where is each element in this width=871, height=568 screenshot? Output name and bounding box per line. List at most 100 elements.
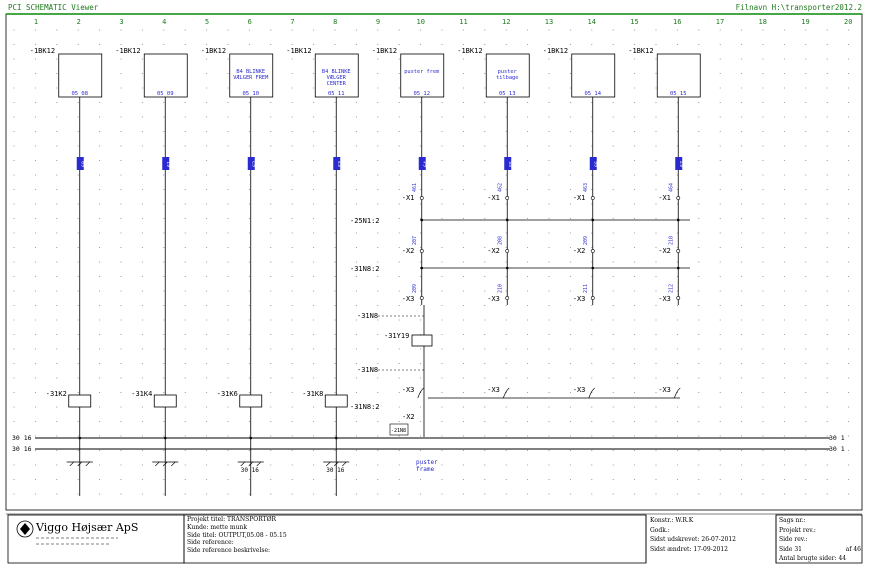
- column-number: 1: [34, 18, 38, 26]
- module-label: puster: [498, 69, 517, 75]
- x3-label: -X3: [402, 295, 415, 303]
- module-tag: -1BK12: [286, 47, 311, 55]
- tb-page-ref: Side reference:: [187, 539, 234, 547]
- relay-2: -31K4: [131, 390, 179, 467]
- x1-label: -X1: [487, 194, 500, 202]
- module-label: VÆLGER FREM: [233, 75, 268, 81]
- tb-project: Projekt titel: TRANSPORTØR: [187, 516, 277, 523]
- wire-number: 65: [509, 161, 515, 167]
- relay-label: -31K4: [131, 390, 152, 398]
- module-box: [400, 53, 445, 98]
- wire-number: 63: [338, 161, 344, 167]
- module-tag: -1BK12: [201, 47, 226, 55]
- column-number: 8: [333, 18, 337, 26]
- column-number: 14: [588, 18, 596, 26]
- n8-label-b: -31N8: [357, 366, 378, 374]
- module-address: 05 09: [157, 91, 174, 97]
- relay-label: -31K6: [217, 390, 238, 398]
- module-label: tilbage: [496, 75, 518, 81]
- module-address: 05 13: [499, 91, 516, 97]
- ref-label: -21N8: [391, 428, 406, 434]
- bus-label-25n1: -25N1:2: [350, 217, 380, 225]
- coil-label: -31Y19: [384, 332, 409, 340]
- column-number: 13: [545, 18, 553, 26]
- company-name: Viggo Højsær ApS: [35, 521, 138, 534]
- x2-number: 208: [497, 236, 503, 245]
- x1-label: -X1: [573, 194, 586, 202]
- wire-number: 62: [252, 161, 258, 167]
- column-number: 11: [459, 18, 467, 26]
- bus-label-31n8-b: -31N8:2: [350, 403, 380, 411]
- module-tag: -1BK12: [372, 47, 397, 55]
- column-number: 2: [77, 18, 81, 26]
- relay-3: -31K6 30 16: [217, 390, 264, 474]
- tb-page-row: Side 31 af 46: [779, 545, 861, 555]
- column-number: 10: [417, 18, 425, 26]
- x2-label: -X2: [487, 247, 500, 255]
- rail-top-right: 30 1: [829, 434, 845, 442]
- module-box: [485, 53, 530, 98]
- bottom-ref: 30 16: [241, 467, 259, 474]
- logo-mark-icon: [20, 523, 30, 535]
- x3b-label: -X3: [487, 386, 500, 394]
- x3-label: -X3: [658, 295, 671, 303]
- tb-right-col: Sags nr.: Projekt rev.: Side rev.: Side …: [779, 516, 861, 564]
- module-tag: -1BK12: [457, 47, 482, 55]
- x3-number: 211: [583, 284, 589, 293]
- module-box: [571, 53, 616, 98]
- relay-coil: [324, 394, 348, 408]
- x2-number: 209: [583, 236, 589, 245]
- n8-label-a: -31N8: [357, 312, 378, 320]
- rail-top-left: 30 16: [12, 434, 32, 442]
- tb-left-col: Projekt titel: TRANSPORTØR Kunde: mette …: [187, 516, 287, 555]
- x3b-label: -X3: [658, 386, 671, 394]
- module-tag: -1BK12: [543, 47, 568, 55]
- coil-31y19: [411, 334, 433, 347]
- module-box: [314, 53, 359, 98]
- relay-coil: [239, 394, 263, 408]
- bus-label-31n8: -31N8:2: [350, 265, 380, 273]
- column-number: 9: [376, 18, 380, 26]
- tb-of: af 46: [845, 545, 861, 553]
- module-tag: -1BK12: [115, 47, 140, 55]
- column-number: 3: [119, 18, 123, 26]
- x2-label: -X2: [658, 247, 671, 255]
- module-address: 05 15: [670, 91, 687, 97]
- wire-tag: [333, 157, 341, 170]
- relay-coil: [153, 394, 177, 408]
- column-number: 12: [502, 18, 510, 26]
- module-box: [656, 53, 701, 98]
- wire-tag: [418, 157, 426, 170]
- wire-tag: [589, 157, 597, 170]
- tb-constructor: Konstr.: W.R.K: [650, 517, 694, 524]
- relay-label: -31K8: [302, 390, 323, 398]
- tb-project-rev: Projekt rev.:: [779, 526, 816, 534]
- module-tag: -1BK12: [628, 47, 653, 55]
- wire-number: 64: [423, 161, 429, 167]
- module-address: 05 08: [71, 91, 88, 97]
- column-number: 16: [673, 18, 681, 26]
- module-address: 05 14: [584, 91, 601, 97]
- x1-label: -X1: [402, 194, 415, 202]
- x1-label: -X1: [658, 194, 671, 202]
- circuit: -25N1:2 -31N8:2 -31N8 -31Y19 -31N8 -31N8…: [12, 183, 845, 474]
- x2-number: 210: [668, 236, 674, 245]
- column-number: 7: [290, 18, 294, 26]
- header-left-text: PCI SCHEMATIC Viewer: [8, 3, 99, 12]
- x1-number: 464: [668, 183, 674, 192]
- column-number: 17: [716, 18, 724, 26]
